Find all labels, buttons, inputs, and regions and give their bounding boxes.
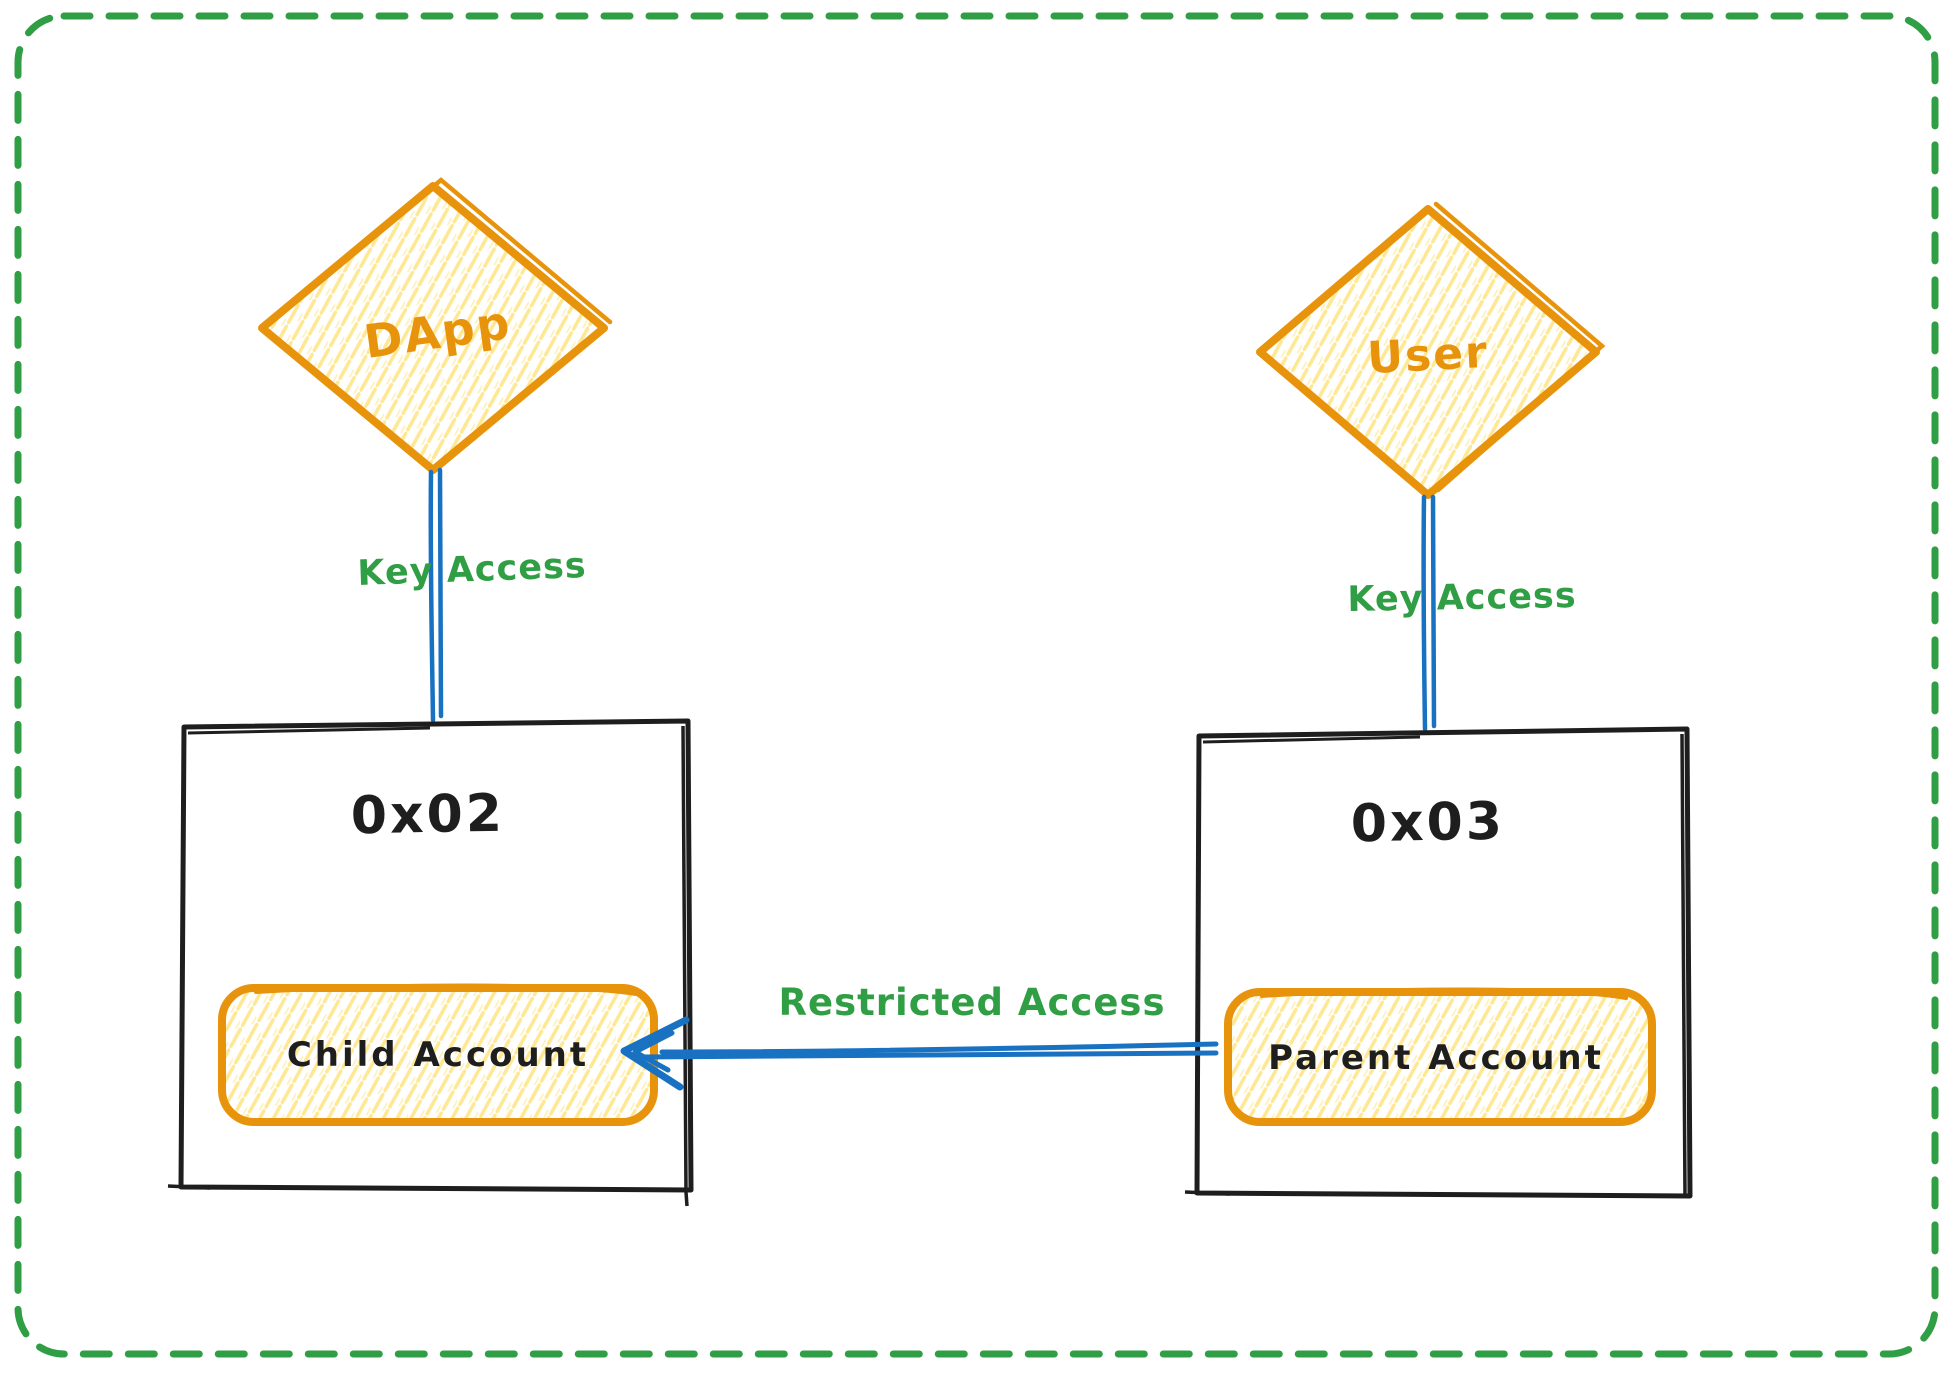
wallet-address-0x02: 0x02	[350, 784, 505, 847]
wallet-box-0x03-sketch-right	[1680, 733, 1687, 1197]
user-diamond-sketch-stroke	[1433, 201, 1606, 493]
restricted-access-arrowhead-inner	[632, 1030, 675, 1073]
parent-account-outline	[1224, 988, 1656, 1126]
edge-dapp-line-1	[428, 469, 436, 723]
edge-dapp-line-2	[437, 467, 444, 719]
user-label: User	[1366, 327, 1490, 384]
parent-account-sketch-stroke	[1260, 987, 1628, 1000]
restricted-access-arrowhead	[620, 1016, 690, 1091]
wallet-address-0x03: 0x03	[1350, 792, 1505, 855]
wallet-box-0x02-sketch-right	[681, 725, 689, 1207]
user-diamond-outline	[1256, 205, 1600, 499]
restricted-access-label: Restricted Access	[779, 981, 1166, 1024]
restricted-access-line-2	[639, 1050, 1219, 1060]
child-account-node: Child Account	[218, 983, 658, 1126]
key-access-label-right: Key Access	[1347, 576, 1577, 620]
wallet-box-0x03-sketch-bottom	[1184, 1190, 1231, 1196]
parent-account-label: Parent Account	[1268, 1038, 1604, 1078]
user-diamond-node: User	[1256, 201, 1606, 499]
restricted-access-line-1	[659, 1041, 1219, 1055]
dapp-diamond-node: DApp	[258, 177, 613, 474]
child-account-sketch-stroke	[254, 983, 638, 996]
edge-user-line-2	[1430, 494, 1437, 729]
wallet-box-0x02-sketch-top	[187, 726, 431, 735]
key-access-label-left: Key Access	[357, 546, 587, 594]
edge-parent-to-child-arrow	[620, 1016, 1219, 1091]
wallet-box-0x03-sketch-top	[1202, 735, 1421, 744]
wallet-box-0x02-sketch-bottom	[167, 1184, 211, 1190]
edge-dapp-to-box	[428, 467, 444, 723]
dapp-diamond-sketch-stroke	[265, 177, 613, 327]
child-account-label: Child Account	[287, 1035, 589, 1075]
edge-user-to-box	[1421, 494, 1437, 732]
parent-account-node: Parent Account	[1224, 987, 1656, 1126]
wallet-box-0x02: 0x02	[167, 718, 694, 1207]
edge-user-line-1	[1421, 494, 1428, 732]
canvas-dashed-border	[14, 12, 1939, 1358]
